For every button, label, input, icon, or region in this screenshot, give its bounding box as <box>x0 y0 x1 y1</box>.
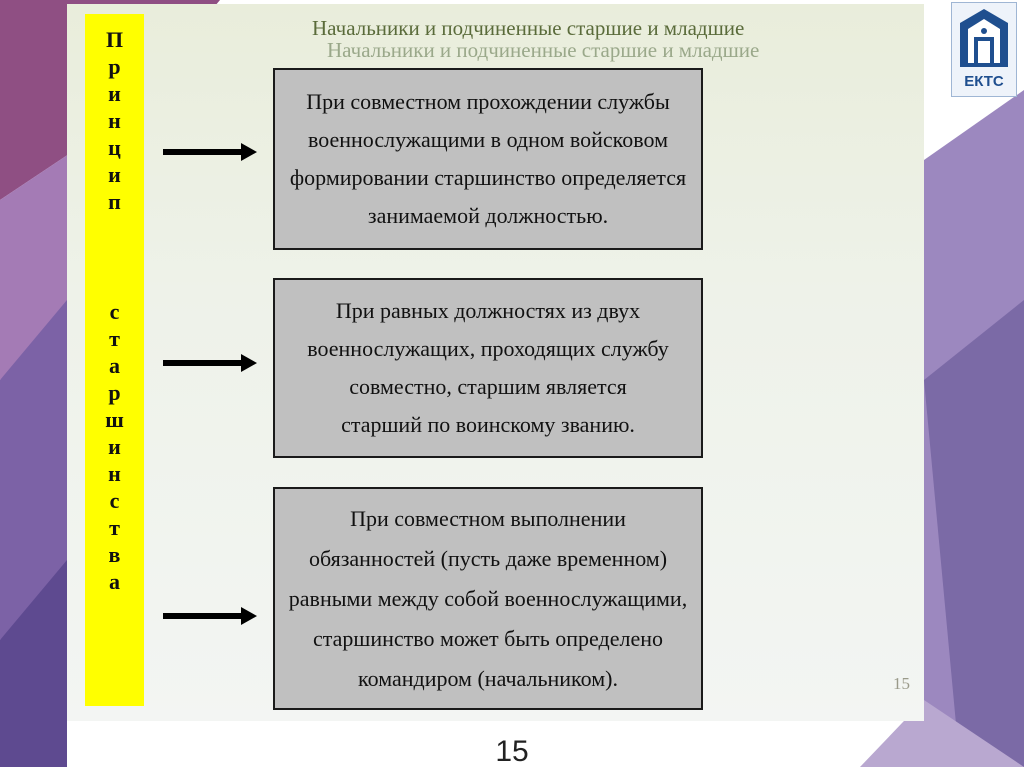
logo-text: ЕКТС <box>952 73 1016 90</box>
principle-box-1: При совместном прохождении службы военно… <box>273 68 703 250</box>
arrow-right-icon <box>163 143 258 161</box>
slide: Начальники и подчиненные старшие и младш… <box>67 4 924 721</box>
vertical-word-seniority: с т а р ш и н с т в а <box>85 298 144 595</box>
vertical-label-bar: П р и н ц и п с т а р ш и н с т в а <box>85 14 144 706</box>
page-number: 15 <box>0 735 1024 769</box>
slide-title-shadow: Начальники и подчиненные старшие и младш… <box>327 38 759 63</box>
principle-box-3: При совместном выполнении обязанностей (… <box>273 487 703 710</box>
ekts-logo: ЕКТС <box>951 2 1017 97</box>
building-emblem-icon <box>956 7 1012 69</box>
arrow-right-icon <box>163 607 258 625</box>
arrow-right-icon <box>163 354 258 372</box>
vertical-word-principles: П р и н ц и п <box>85 26 144 215</box>
slide-number-inner: 15 <box>893 674 910 694</box>
principle-box-2: При равных должностях из двух военнослуж… <box>273 278 703 458</box>
